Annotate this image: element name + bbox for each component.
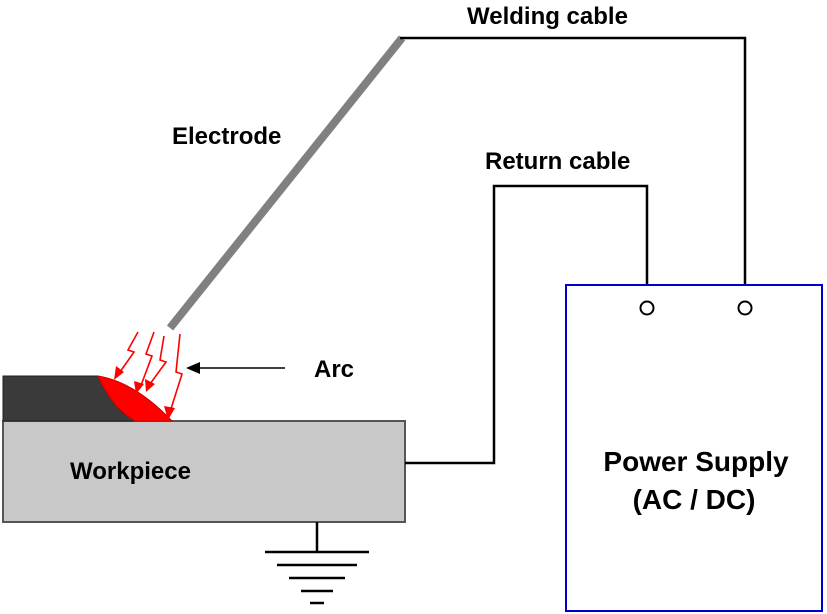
power-supply-title: Power Supply — [603, 446, 789, 477]
arc-spark-heads — [114, 366, 175, 420]
power-supply-type: (AC / DC) — [633, 484, 756, 515]
welding-terminal — [737, 300, 753, 316]
arc-spark — [139, 331, 155, 389]
return-terminal — [639, 300, 655, 316]
weld-pool — [97, 375, 174, 422]
welding-cable-label: Welding cable — [467, 3, 628, 30]
arc-spark-arrowhead — [145, 379, 155, 392]
electrode-rod — [166, 35, 406, 331]
electrode-label: Electrode — [172, 123, 281, 150]
arc-spark — [119, 331, 139, 373]
power-supply-box — [565, 284, 823, 612]
arc-spark-arrowhead — [164, 406, 175, 420]
return-cable-wire — [405, 184, 649, 465]
ground-icon — [265, 522, 369, 605]
arc-spark-arrowhead — [114, 366, 124, 380]
workpiece-label: Workpiece — [70, 458, 191, 485]
arc-sparks — [119, 331, 183, 413]
arc-pointer-arrowhead — [186, 362, 200, 374]
arc-spark-arrowhead — [134, 381, 144, 394]
arc-label: Arc — [314, 356, 354, 383]
arc-spark — [149, 335, 168, 385]
welding-cable-wire — [400, 36, 747, 302]
workpiece-block — [2, 420, 406, 523]
return-cable-label: Return cable — [485, 148, 630, 175]
arc-spark — [169, 333, 183, 413]
